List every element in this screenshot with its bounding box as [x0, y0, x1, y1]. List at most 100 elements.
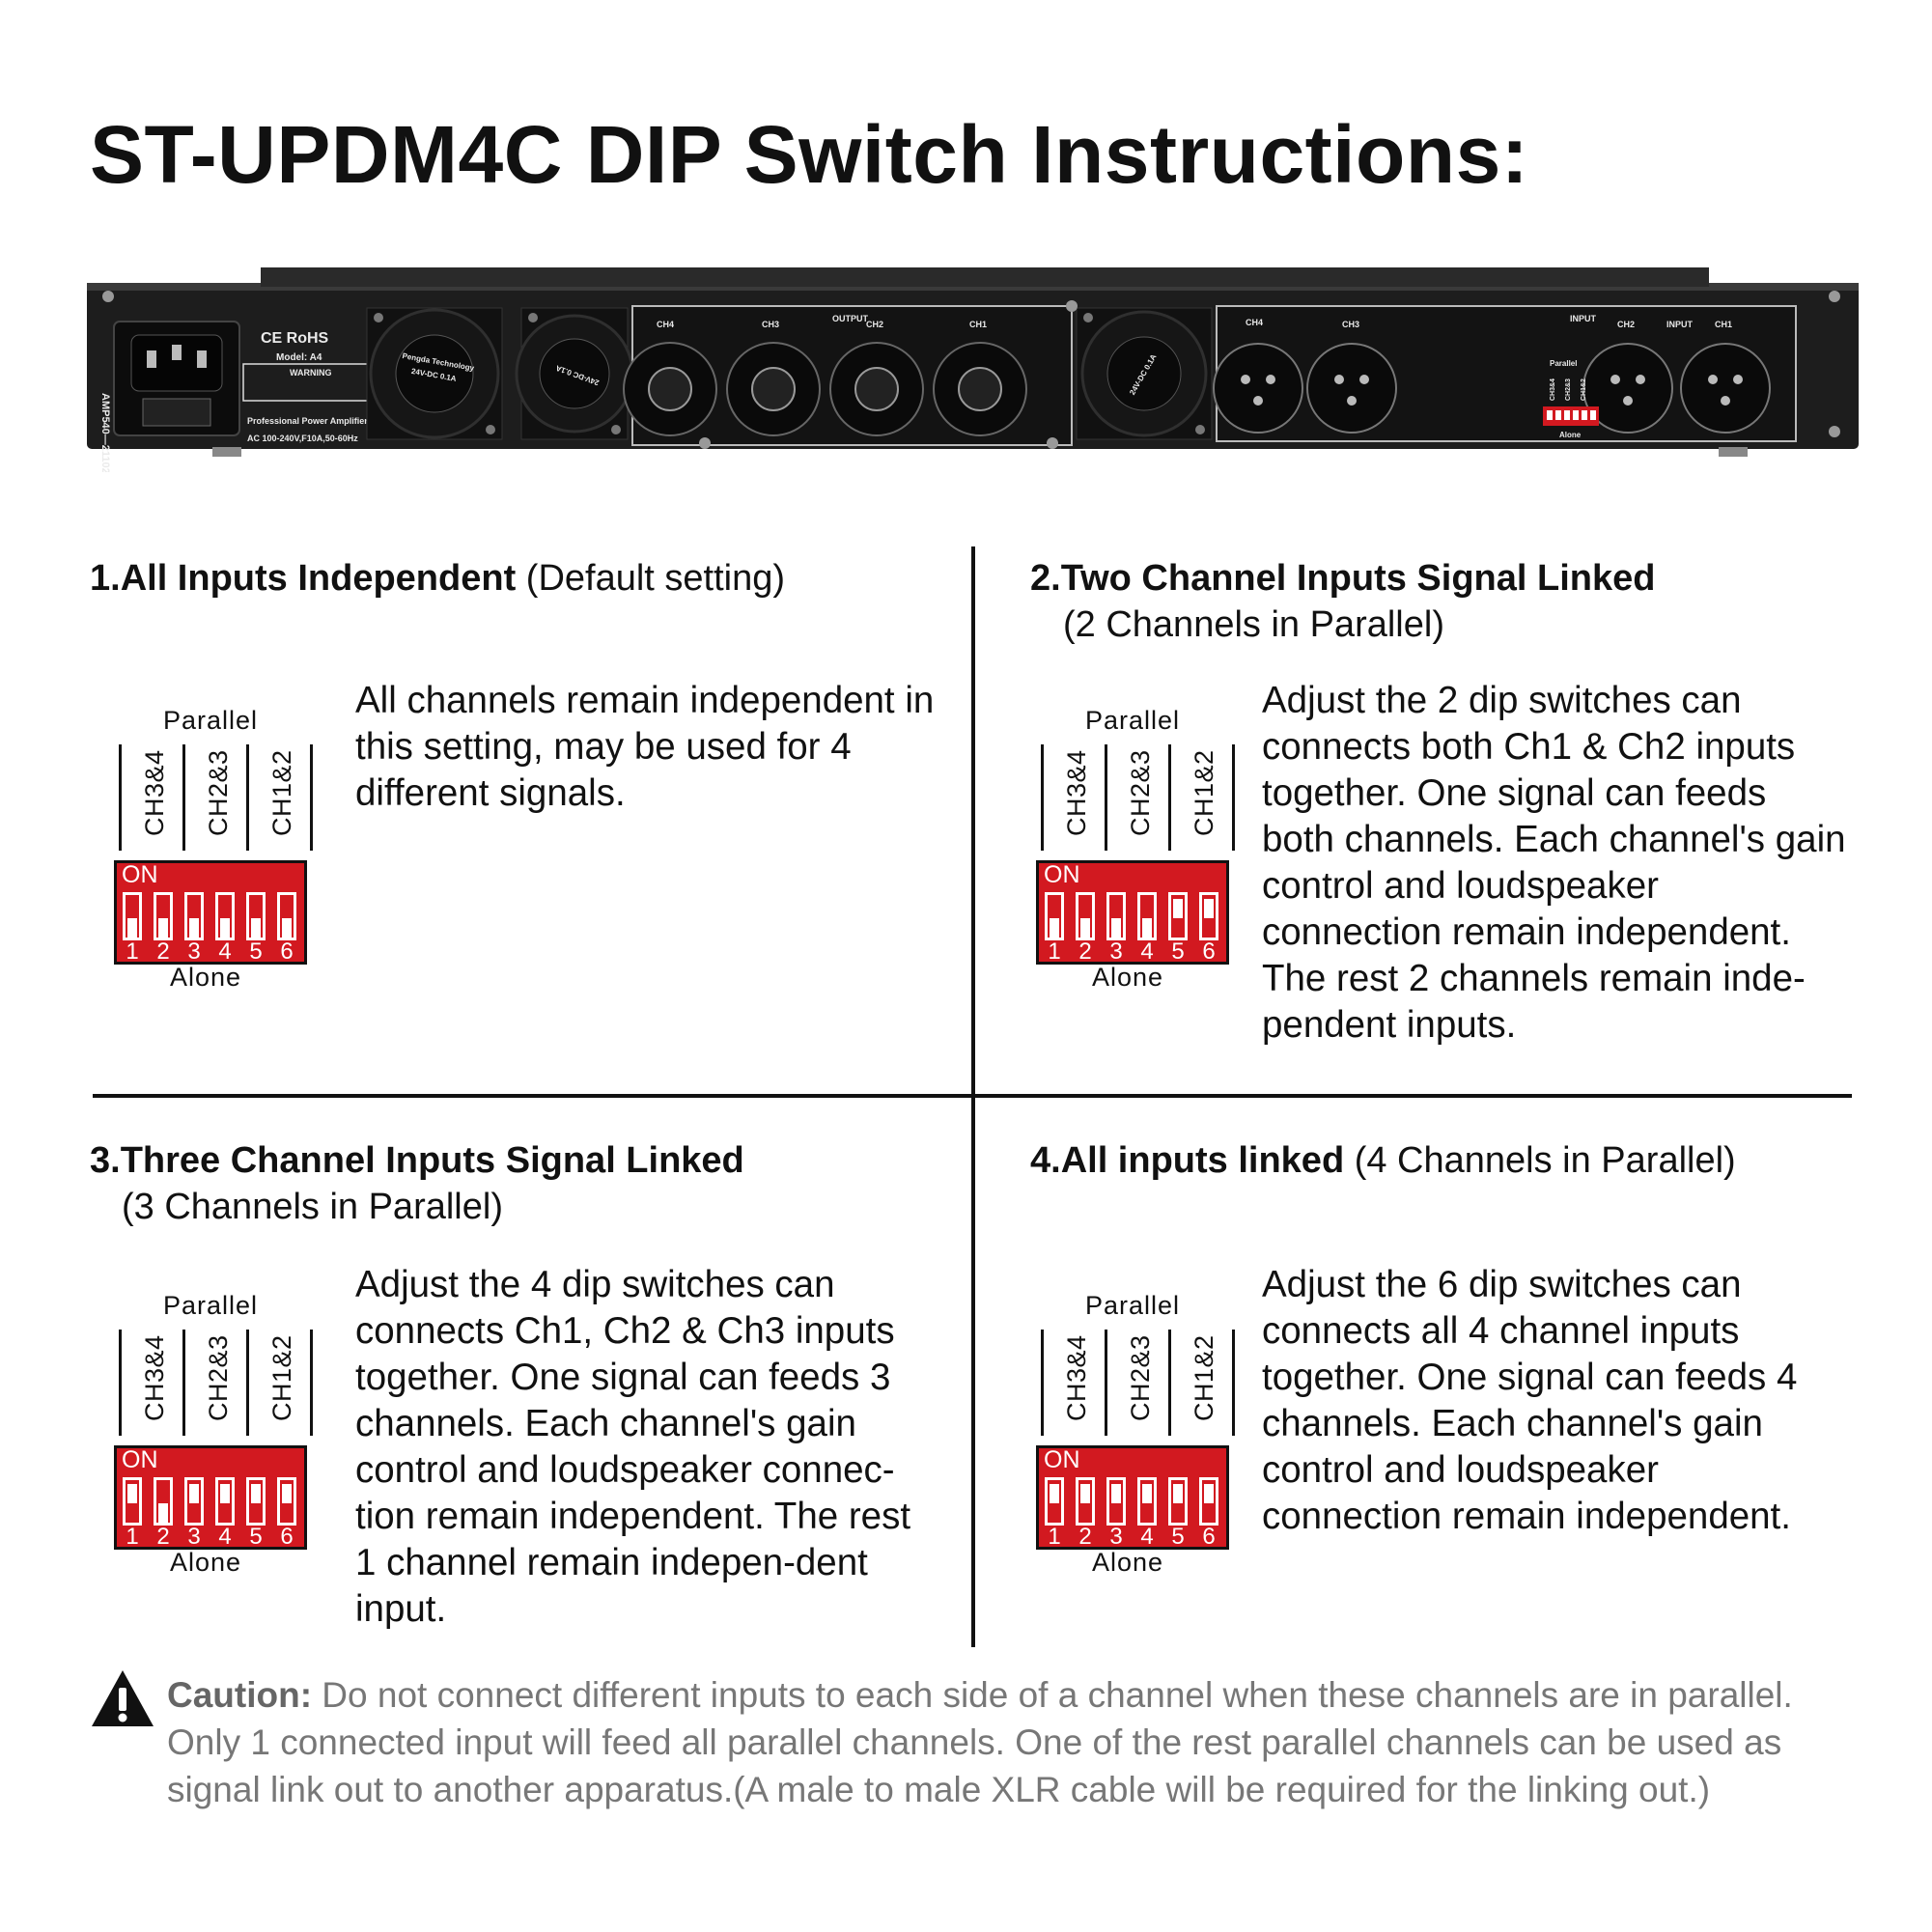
dip-switch-6[interactable] [277, 1477, 296, 1526]
switch-number: 5 [249, 938, 263, 965]
alone-label: Alone [169, 963, 242, 992]
channel-label: CH1&2 [1190, 1334, 1218, 1421]
dip-switch-4[interactable] [1137, 892, 1157, 940]
section-2-heading: 2.Two Channel Inputs Signal Linked [1030, 556, 1655, 602]
channel-label: CH2&3 [204, 749, 233, 836]
channel-bracket-line [1041, 744, 1044, 851]
dip-switch-5[interactable] [246, 1477, 266, 1526]
channel-label: CH3&4 [1062, 1334, 1091, 1421]
channel-label: CH1&2 [1190, 749, 1218, 836]
switch-knob [282, 918, 292, 938]
section-2-heading-bold: 2.Two Channel Inputs Signal Linked [1030, 558, 1656, 599]
channel-bracket-line [1105, 1330, 1107, 1436]
switch-number: 3 [187, 1524, 201, 1550]
channel-bracket-line [182, 1330, 185, 1436]
switch-knob [1080, 1484, 1090, 1503]
switch-knob [158, 1503, 168, 1523]
switch-number: 2 [156, 938, 170, 965]
channel-label: CH2&3 [1126, 1334, 1155, 1421]
dip-switch-2[interactable] [154, 892, 173, 940]
channel-labels: CH3&4 CH2&3 CH1&2 [1041, 1330, 1235, 1440]
dip-switch-4[interactable] [1137, 1477, 1157, 1526]
switch-number: 4 [1140, 938, 1154, 965]
dip-switch-6[interactable] [1199, 892, 1218, 940]
output-ch2: CH2 [866, 320, 883, 329]
section-4-heading-bold: 4.All inputs linked [1030, 1140, 1345, 1181]
switch-knob [220, 1484, 230, 1503]
caution-label: Caution: [167, 1675, 313, 1715]
dip-switch-4[interactable] [215, 1477, 235, 1526]
dip-switch-3[interactable] [184, 892, 204, 940]
dip-switch-6[interactable] [1199, 1477, 1218, 1526]
input-label-right: INPUT [1666, 320, 1694, 329]
dip-switch-4[interactable] [215, 892, 235, 940]
switch-knob [251, 1484, 261, 1503]
product-label: Professional Power Amplifier [247, 416, 368, 426]
panel-dip-ch12: CH1&2 [1581, 378, 1587, 401]
switch-knob [127, 1484, 137, 1503]
switch-number: 5 [1171, 938, 1185, 965]
channel-bracket-line [1041, 1330, 1044, 1436]
switch-number: 2 [1078, 1524, 1092, 1550]
dip-switch-1[interactable] [123, 1477, 142, 1526]
switch-knob [1173, 899, 1183, 918]
switch-knob [1080, 918, 1090, 938]
switch-knob [282, 1484, 292, 1503]
switch-knob [1173, 1484, 1183, 1503]
switch-number: 3 [1109, 938, 1123, 965]
alone-label: Alone [169, 1548, 242, 1577]
output-ch4: CH4 [657, 320, 674, 329]
channel-bracket-line [119, 744, 122, 851]
dip-switch-2[interactable] [1076, 892, 1095, 940]
section-4-body: Adjust the 6 dip switches can connects a… [1262, 1264, 1798, 1537]
dip-switch-1[interactable] [123, 892, 142, 940]
cooling-fan-1: Pengda Technology 24V-DC 0.1A [366, 307, 503, 440]
dip-switch-5[interactable] [246, 892, 266, 940]
dip-switch-3[interactable] [184, 1477, 204, 1526]
switch-number: 6 [1202, 938, 1216, 965]
caution-note: Caution: Do not connect different inputs… [167, 1671, 1866, 1813]
model-label: Model: A4 [276, 352, 322, 363]
dip-switch-6[interactable] [277, 892, 296, 940]
dip-switch-2[interactable] [154, 1477, 173, 1526]
output-ch3: CH3 [762, 320, 779, 329]
switch-knob [1111, 918, 1121, 938]
switch-number: 4 [218, 1524, 232, 1550]
section-2-body: Adjust the 2 dip switches can connects b… [1262, 680, 1846, 1046]
channel-bracket-line [182, 744, 185, 851]
channel-label: CH3&4 [140, 1334, 169, 1421]
switch-number: 1 [126, 938, 139, 965]
dip-switch-5[interactable] [1168, 1477, 1188, 1526]
switch-knob [158, 918, 168, 938]
switch-number: 1 [1048, 1524, 1061, 1550]
dip-switch-5[interactable] [1168, 892, 1188, 940]
switch-number: 2 [156, 1524, 170, 1550]
dip-switch-3[interactable] [1106, 1477, 1126, 1526]
panel-dip-ch34: CH3&4 [1550, 378, 1556, 401]
dip-switch-2[interactable] [1076, 1477, 1095, 1526]
dip-switch-1[interactable] [1045, 892, 1064, 940]
channel-label: CH2&3 [204, 1334, 233, 1421]
section-4-heading: 4.All inputs linked (4 Channels in Paral… [1030, 1138, 1736, 1184]
input-ch1: CH1 [1715, 320, 1732, 329]
panel-dip-ch23: CH2&3 [1565, 378, 1572, 401]
cert-marks: CE RoHS [261, 330, 329, 347]
channel-bracket-line [310, 744, 313, 851]
channel-label: CH2&3 [1126, 749, 1155, 836]
dip-switch-1[interactable] [1045, 1477, 1064, 1526]
warning-label: WARNING [290, 368, 332, 378]
input-ch4: CH4 [1246, 318, 1263, 327]
switch-number: 6 [280, 1524, 294, 1550]
section-1-heading: 1.All Inputs Independent (Default settin… [90, 556, 785, 602]
channel-label: CH1&2 [267, 749, 296, 836]
section-2-subheading: (2 Channels in Parallel) [1063, 604, 1444, 645]
dip-switch-3[interactable] [1106, 892, 1126, 940]
alone-label: Alone [1091, 1548, 1164, 1577]
switch-number: 5 [1171, 1524, 1185, 1550]
